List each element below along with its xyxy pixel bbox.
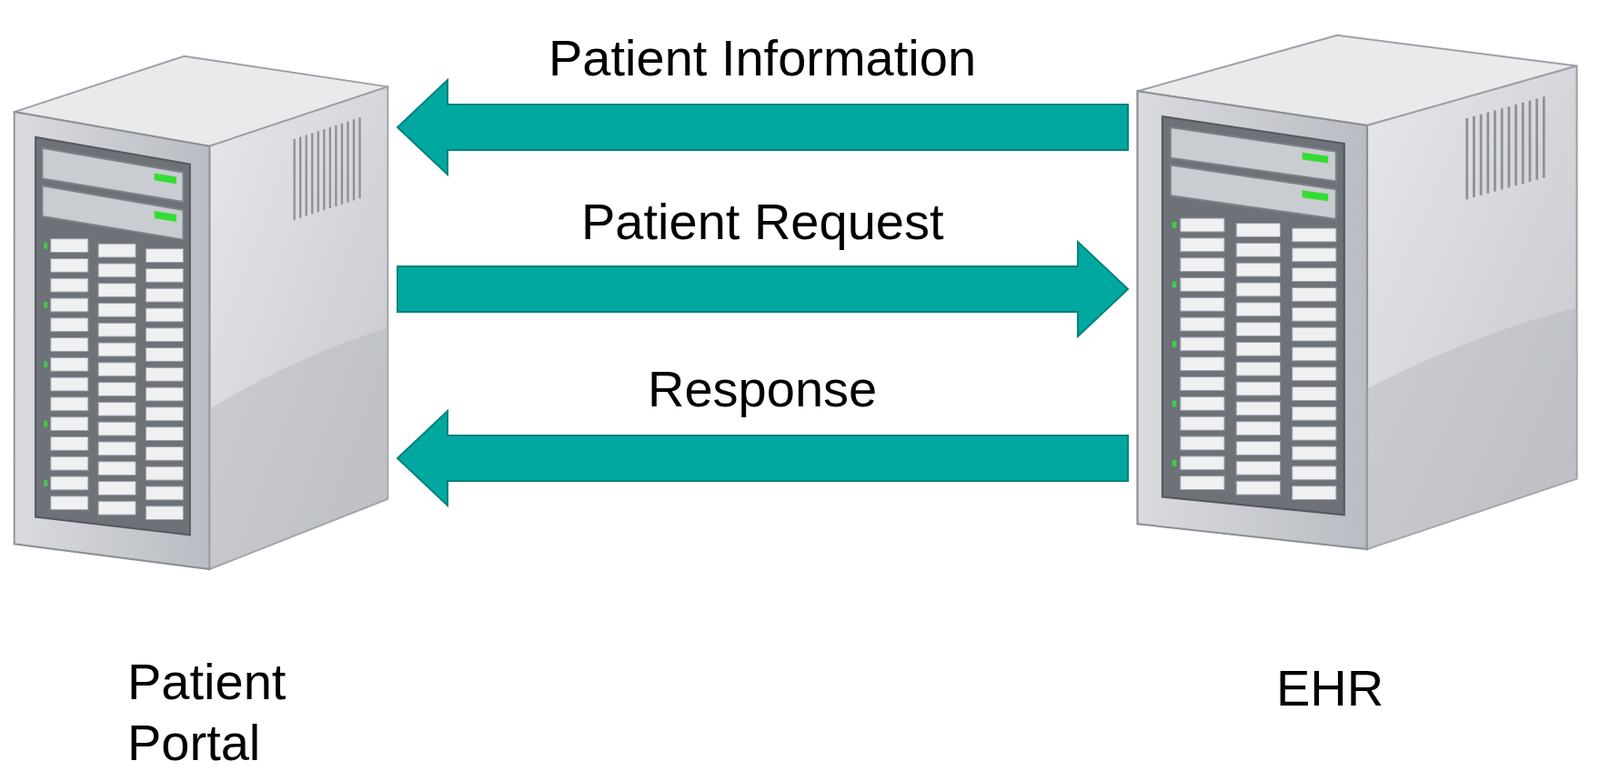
- arrow-label: Response: [644, 360, 881, 419]
- server-icon: [10, 30, 393, 572]
- arrow-label: Patient Request: [577, 192, 947, 252]
- server-label: EHR: [1276, 657, 1504, 719]
- flow-arrow: [397, 411, 1128, 506]
- arrow-label: Patient Information: [544, 29, 980, 88]
- server-node: EHR: [1132, 10, 1582, 749]
- server-icon: [1132, 10, 1582, 552]
- server-node: Patient Portal: [10, 30, 393, 771]
- flow-arrow: [397, 241, 1128, 337]
- flow-arrow: [397, 80, 1128, 175]
- server-label: Patient Portal: [127, 651, 355, 771]
